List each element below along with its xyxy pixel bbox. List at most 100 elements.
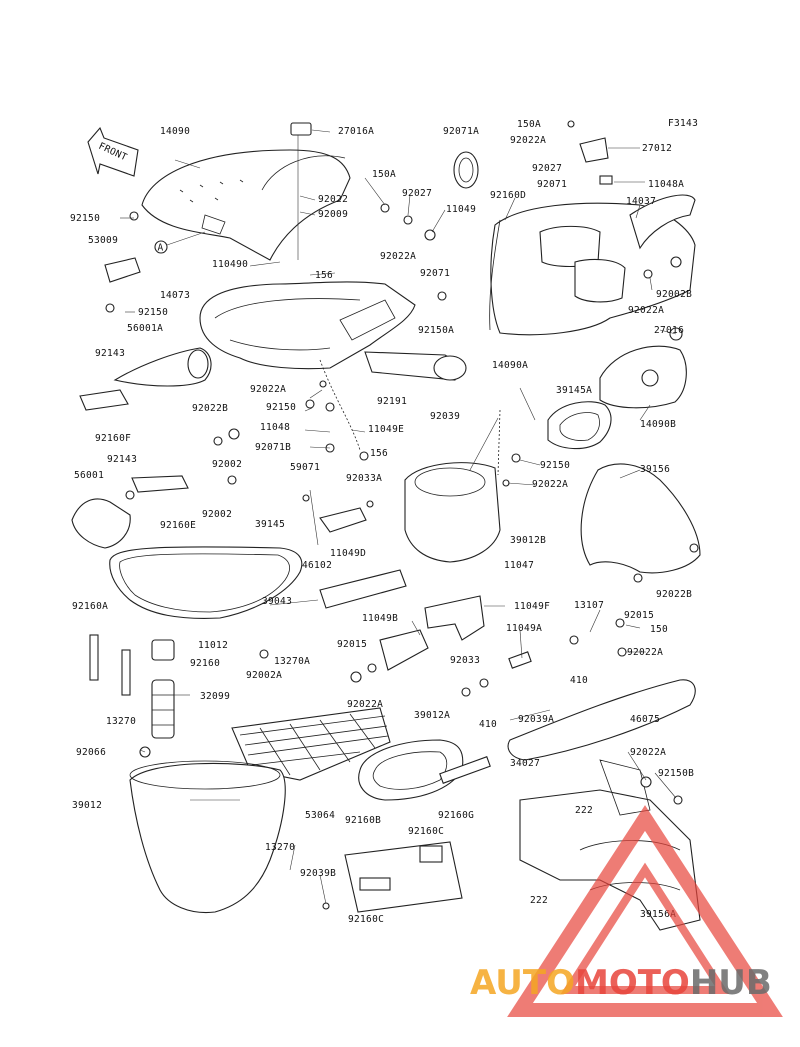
part-label: 56001A — [127, 323, 163, 334]
watermark-hub: HUB — [690, 963, 772, 1003]
part-label: 92039B — [300, 868, 336, 879]
part-label: 11012 — [198, 640, 228, 651]
part-label: 92150A — [418, 325, 454, 336]
part-label: 11049B — [362, 613, 398, 624]
part-label: 14090A — [492, 360, 528, 371]
part-label: 92039A — [518, 714, 554, 725]
watermark-triangle-icon — [507, 805, 783, 1017]
part-label: 11049A — [506, 623, 542, 634]
part-label: 39012B — [510, 535, 546, 546]
watermark-moto: MOTO — [575, 963, 690, 1003]
part-label: 92160 — [190, 658, 220, 669]
part-14090-seat-cover — [141, 149, 351, 261]
part-label: 92160G — [438, 810, 474, 821]
part-39012-bucket — [129, 762, 286, 914]
part-label: 92150 — [70, 213, 100, 224]
part-label: 39012A — [414, 710, 450, 721]
part-label: 92039 — [430, 411, 460, 422]
part-label: 110490 — [212, 259, 248, 270]
part-label: 92022B — [192, 403, 228, 414]
diagram-code: F3143 — [668, 118, 698, 129]
part-label: 92071 — [420, 268, 450, 279]
part-label: 92071 — [537, 179, 567, 190]
part-label: 92160A — [72, 601, 108, 612]
part-label: 34027 — [510, 758, 540, 769]
part-label: 92160D — [490, 190, 526, 201]
part-label: 13270A — [274, 656, 310, 667]
part-label: 11048 — [260, 422, 290, 433]
part-label: 14037 — [626, 196, 656, 207]
part-label: 92022A — [628, 305, 664, 316]
part-label: 92150 — [266, 402, 296, 413]
part-46102-mat — [109, 546, 303, 619]
part-label: 92160C — [348, 914, 384, 925]
part-label: 46102 — [302, 560, 332, 571]
part-label: 92022A — [347, 699, 383, 710]
part-label: 32099 — [200, 691, 230, 702]
svg-text:AUTOMOTOHUB: AUTOMOTOHUB — [470, 963, 772, 1003]
part-label: 92022A — [510, 135, 546, 146]
part-label: 11048A — [648, 179, 684, 190]
svg-text:A: A — [158, 243, 164, 254]
part-label: 92143 — [95, 348, 125, 359]
part-label: 39145A — [556, 385, 592, 396]
part-label: 222 — [575, 805, 593, 816]
part-label: 92150 — [138, 307, 168, 318]
part-label: 39012 — [72, 800, 102, 811]
front-arrow-icon — [87, 126, 139, 177]
part-label: 92002A — [246, 670, 282, 681]
part-label: 46075 — [630, 714, 660, 725]
part-label: 92022A — [250, 384, 286, 395]
part-label: 92160F — [95, 433, 131, 444]
part-39156-cover — [580, 463, 701, 574]
watermark-auto: AUTO — [470, 963, 575, 1003]
part-label: 27016 — [654, 325, 684, 336]
part-label: 39156A — [640, 909, 676, 920]
part-label: 92022A — [627, 647, 663, 658]
part-label: 27016A — [338, 126, 374, 137]
part-label: 53009 — [88, 235, 118, 246]
part-label: 59071 — [290, 462, 320, 473]
part-label: 92071A — [443, 126, 479, 137]
part-label: 39043 — [262, 596, 292, 607]
part-label: 92022B — [656, 589, 692, 600]
part-label: 39156 — [640, 464, 670, 475]
callout-a-marker: A — [154, 231, 206, 254]
part-label: 92160C — [408, 826, 444, 837]
part-label: 56001 — [74, 470, 104, 481]
part-label: 92033A — [346, 473, 382, 484]
part-label: 92143 — [107, 454, 137, 465]
part-label: 150A — [517, 119, 541, 130]
part-label: 92022A — [380, 251, 416, 262]
part-label: 27012 — [642, 143, 672, 154]
part-label: 11049F — [514, 601, 550, 612]
part-label: 92009 — [318, 209, 348, 220]
part-label: 92027 — [402, 188, 432, 199]
part-label: 11049D — [330, 548, 366, 559]
part-label: 11049E — [368, 424, 404, 435]
part-label: 410 — [479, 719, 497, 730]
part-46075-rail — [507, 679, 696, 761]
part-label: 92002 — [202, 509, 232, 520]
part-label: 39145 — [255, 519, 285, 530]
part-label: 92015 — [337, 639, 367, 650]
part-label: 11049 — [446, 204, 476, 215]
part-label: 150 — [650, 624, 668, 635]
part-label: 14073 — [160, 290, 190, 301]
part-label: 92071B — [255, 442, 291, 453]
part-label: 92191 — [377, 396, 407, 407]
part-label: 410 — [570, 675, 588, 686]
part-label: 92066 — [76, 747, 106, 758]
part-label: 92160B — [345, 815, 381, 826]
part-label: 92150B — [658, 768, 694, 779]
part-label: 150A — [372, 169, 396, 180]
parts-artwork: A — [71, 120, 701, 931]
part-label: 92022A — [630, 747, 666, 758]
part-label: 92002B — [656, 289, 692, 300]
part-label: 11047 — [504, 560, 534, 571]
part-39012B-bucket — [404, 462, 501, 563]
part-label: 92150 — [540, 460, 570, 471]
part-label: 13270 — [106, 716, 136, 727]
part-label: 156 — [315, 270, 333, 281]
